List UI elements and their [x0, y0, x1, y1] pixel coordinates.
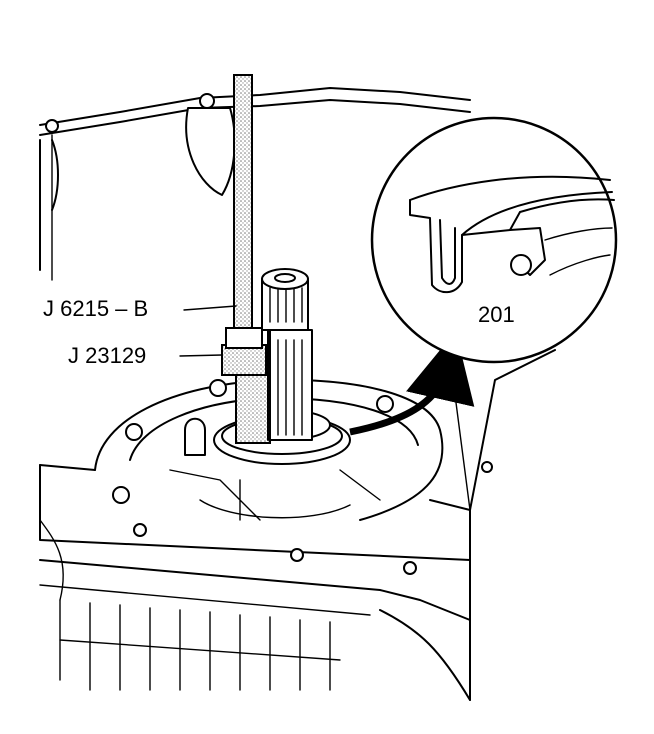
detail-arrow — [349, 330, 475, 436]
leader-installer — [179, 354, 223, 357]
input-shaft — [261, 268, 313, 441]
label-detail-callout: 201 — [478, 302, 515, 327]
label-puller-tool: J 6215 – B — [43, 296, 149, 321]
seal-detail-callout — [370, 116, 618, 364]
transmission-case — [39, 349, 556, 701]
label-installer-tool: J 23129 — [68, 343, 147, 368]
puller-rod — [233, 74, 253, 336]
leader-puller — [183, 305, 237, 311]
seal-installer-tool — [221, 327, 271, 444]
